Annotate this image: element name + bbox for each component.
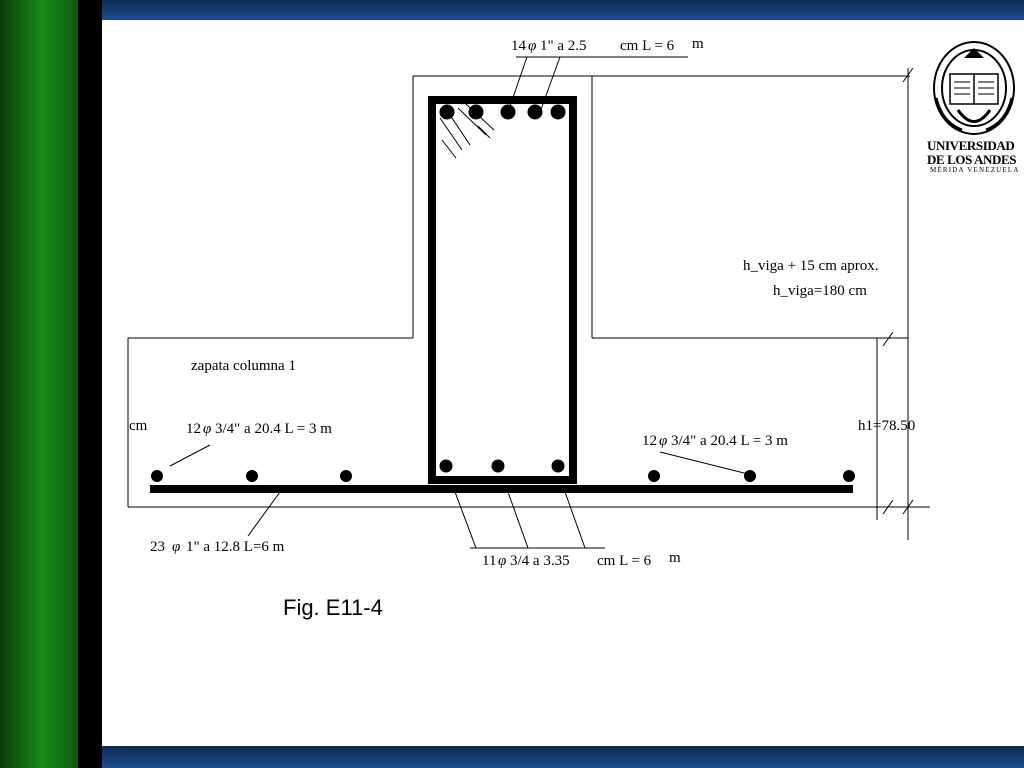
phi-symbol: φ — [498, 553, 506, 569]
footing-rebar-dot — [843, 470, 855, 482]
stirrup-hook-mark — [441, 139, 457, 159]
top-rebar-dot — [527, 104, 543, 120]
university-name-line2: DE LOS ANDES — [927, 152, 1017, 167]
column-bottom-rebar-dot — [491, 459, 505, 473]
leader-line — [169, 444, 211, 467]
top-rebar-dot — [468, 104, 484, 120]
right-bars-spec: 3/4" a 20.4 L = 3 m — [671, 433, 788, 449]
phi-symbol: φ — [528, 38, 536, 54]
stirrup-hook-mark — [439, 117, 463, 151]
top-bars-length: cm L = 6 — [620, 38, 675, 54]
footing-rebar-dot — [246, 470, 258, 482]
bottom-mid-bars-length: cm L = 6 — [597, 553, 652, 569]
column-stirrup — [428, 96, 577, 484]
leader-line — [507, 491, 529, 549]
bottom-mid-bars-count: 11 — [482, 553, 496, 569]
phi-symbol: φ — [659, 433, 667, 449]
top-bars-count: 14 — [511, 38, 527, 54]
leader-line — [454, 491, 477, 549]
phi-symbol: φ — [172, 539, 180, 555]
left-black-stripe — [78, 0, 102, 768]
university-name-line1: UNIVERSIDAD — [927, 138, 1015, 153]
top-bars-unit: m — [692, 36, 704, 52]
viga-note-1: h_viga + 15 cm aprox. — [743, 258, 879, 274]
phi-symbol: φ — [203, 421, 211, 437]
stirrup-hook-mark — [457, 107, 487, 136]
footing-rebar-dot — [648, 470, 660, 482]
university-location: MÉRIDA VENEZUELA — [930, 166, 1020, 174]
column-bottom-rebar-dot — [551, 459, 565, 473]
footing-rebar-dot — [151, 470, 163, 482]
h1-dimension: h1=78.50 — [858, 418, 915, 434]
zapata-title: zapata columna 1 — [191, 358, 296, 374]
university-name: UNIVERSIDAD DE LOS ANDES — [927, 139, 1023, 167]
university-seal-icon — [933, 41, 1015, 135]
left-bars-spec: 3/4" a 20.4 L = 3 m — [215, 421, 332, 437]
top-rebar-dot — [500, 104, 516, 120]
bottom-blue-band — [102, 746, 1024, 768]
right-bars-count: 12 — [642, 433, 657, 449]
column-bottom-rebar-dot — [439, 459, 453, 473]
stirrup-hook-mark — [477, 125, 491, 139]
dimension-tick — [902, 67, 914, 83]
left-bars-count: 12 — [186, 421, 201, 437]
bottom-mid-bars-unit: m — [669, 550, 681, 566]
leader-line — [659, 451, 749, 475]
dimension-tick — [882, 499, 894, 515]
leader-line — [564, 491, 586, 549]
top-rebar-dot — [439, 104, 455, 120]
figure-caption: Fig. E11-4 — [283, 595, 383, 620]
left-green-bar — [0, 0, 78, 768]
leader-line — [247, 491, 281, 537]
top-bars-spec: 1" a 2.5 — [540, 38, 587, 54]
bottom-mid-bars-spec: 3/4 a 3.35 — [510, 553, 570, 569]
bottom-left-bars-spec: 1" a 12.8 L=6 m — [186, 539, 285, 555]
viga-note-2: h_viga=180 cm — [773, 283, 867, 299]
top-blue-band — [102, 0, 1024, 20]
top-rebar-dot — [550, 104, 566, 120]
footing-rebar-dot — [744, 470, 756, 482]
cm-label: cm — [129, 418, 148, 434]
dimension-tick — [902, 499, 914, 515]
footing-rebar-dot — [340, 470, 352, 482]
bottom-left-bars-count: 23 — [150, 539, 165, 555]
dimension-tick — [882, 331, 894, 347]
